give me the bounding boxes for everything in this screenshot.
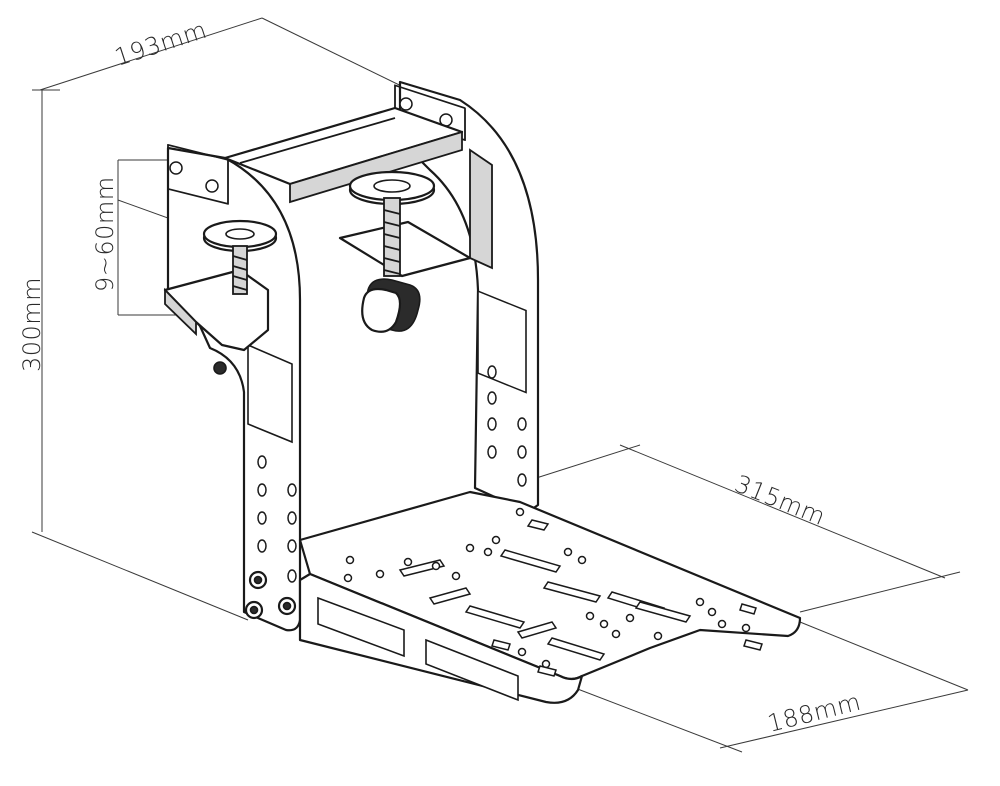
width-dimension-label: 193mm: [111, 16, 210, 72]
right-clamp-plate: [338, 220, 472, 278]
right-side-plate: [398, 80, 540, 514]
base-plate-holes: [343, 507, 763, 677]
dimension-lines: [31, 17, 969, 753]
left-plate-holes: [244, 455, 297, 620]
depth-dimension-label: 188mm: [765, 688, 864, 738]
right-clamp-screw: [348, 170, 436, 333]
left-clamp-screw: [202, 219, 278, 295]
base-plate-slots: [398, 519, 692, 661]
height-dimension-label: 300mm: [18, 277, 46, 372]
base-front-face: [298, 572, 584, 704]
left-side-plate: [166, 146, 302, 632]
mount-drawing: [163, 80, 802, 704]
clamp-range-dimension-label: 9~60mm: [91, 176, 119, 292]
length-dimension-label: 315mm: [731, 470, 830, 532]
